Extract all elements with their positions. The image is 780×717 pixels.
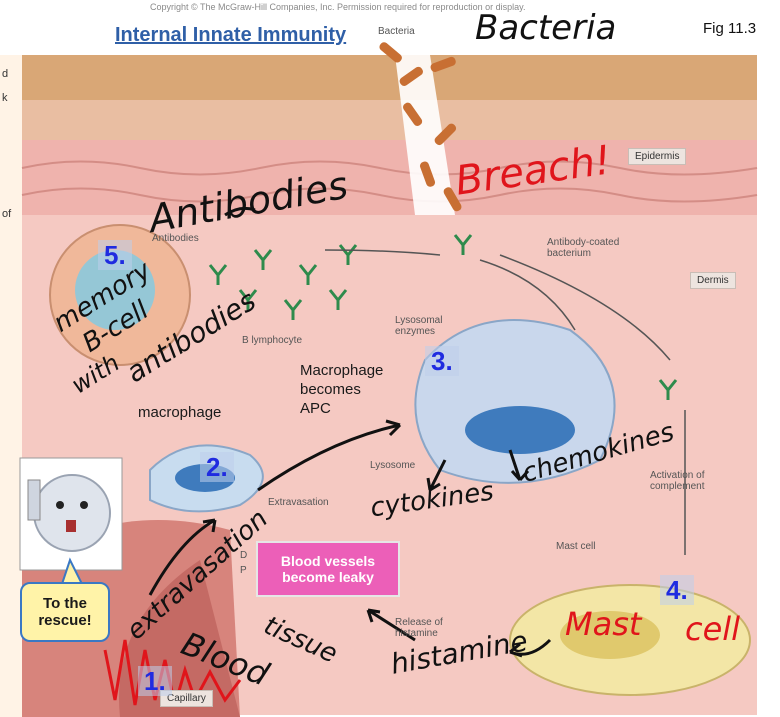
to-the-rescue-text: To the rescue!: [22, 595, 108, 629]
edge-fragment-3: of: [2, 208, 11, 220]
step-2: 2.: [200, 452, 234, 482]
label-b-lymphocyte: B lymphocyte: [242, 335, 302, 346]
macrophage-apc-label: Macrophage becomes APC: [300, 362, 378, 418]
figure-label: Fig 11.3: [703, 20, 756, 37]
label-lysosomal-enzymes: Lysosomal enzymes: [395, 315, 457, 337]
epidermis-band: [22, 100, 757, 140]
copyright-notice: Copyright © The McGraw-Hill Companies, I…: [150, 2, 525, 12]
label-lysosome: Lysosome: [370, 460, 415, 471]
step-4: 4.: [660, 575, 694, 605]
edge-fragment-2: k: [2, 92, 8, 104]
slide-title: Internal Innate Immunity: [115, 24, 346, 47]
blood-vessels-leaky-box: Blood vessels become leaky: [256, 541, 400, 597]
label-antibody-coated: Antibody-coated bacterium: [547, 237, 637, 259]
hand-bacteria: Bacteria: [475, 8, 616, 48]
label-mast-cell: Mast cell: [556, 541, 595, 552]
hand-cell: cell: [685, 610, 740, 648]
label-bacteria: Bacteria: [378, 26, 415, 37]
edge-fragment-1: d: [2, 68, 8, 80]
label-dermis: Dermis: [690, 272, 736, 289]
step-1: 1.: [138, 666, 172, 696]
label-epidermis: Epidermis: [628, 148, 686, 165]
label-extravasation: Extravasation: [268, 497, 329, 508]
label-release-histamine: Release of histamine: [395, 617, 457, 639]
left-strip: [0, 55, 22, 717]
macrophage-label: macrophage: [138, 404, 221, 423]
blood-vessels-leaky-text: Blood vessels become leaky: [258, 553, 398, 585]
stratum-corneum: [22, 55, 757, 100]
step-3: 3.: [425, 346, 459, 376]
label-activation-complement: Activation of complement: [650, 470, 730, 492]
to-the-rescue-bubble: To the rescue!: [20, 582, 110, 642]
hand-mast: Mast: [565, 605, 641, 643]
